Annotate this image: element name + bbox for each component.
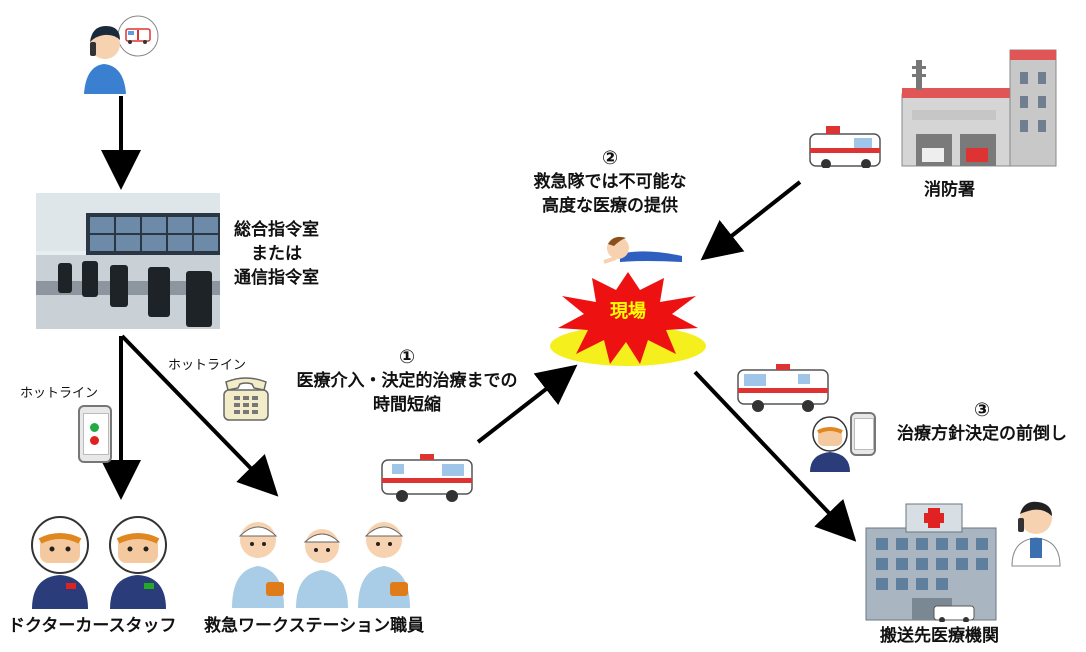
- hospital-label: 搬送先医療機関: [880, 626, 999, 646]
- desk-phone-icon: [223, 377, 269, 421]
- hotline-left-label: ホットライン: [20, 386, 99, 401]
- ambulance-icon: [381, 454, 473, 502]
- command-center-line-2: または: [251, 244, 302, 264]
- ews-staff-illustration: [232, 522, 410, 608]
- benefit-2-line-2: 高度な医療の提供: [542, 196, 678, 216]
- scene-explosion: [558, 272, 698, 364]
- patient-illustration: [603, 236, 682, 264]
- command-center-line-1: 総合指令室: [234, 220, 319, 240]
- doctor-car-staff-small-illustration: [810, 416, 850, 472]
- benefit-2-number: ②: [601, 147, 619, 169]
- ews-staff-label: 救急ワークステーション職員: [204, 616, 425, 636]
- command-center-line-3: 通信指令室: [234, 268, 319, 288]
- doctor-car-staff-label: ドクターカースタッフ: [8, 616, 177, 636]
- benefit-3: ③ 治療方針決定の前倒し: [882, 398, 1082, 446]
- scene-label: 現場: [610, 301, 646, 322]
- fire-station-label: 消防署: [924, 180, 975, 200]
- ambulance-right-icon: [737, 364, 829, 412]
- arrow-scene-to-hospital: [693, 370, 857, 542]
- benefit-2: ② 救急隊では不可能な 高度な医療の提供: [500, 146, 720, 218]
- hotline-right-label: ホットライン: [168, 358, 247, 373]
- benefit-1-line-1: 医療介入・決定的治療までの: [296, 371, 518, 391]
- doctor-car-staff-illustration: [31, 516, 167, 609]
- smartphone-icon: [78, 405, 112, 463]
- arrow-command-to-ews: [120, 334, 279, 497]
- benefit-1: ① 医療介入・決定的治療までの 時間短縮: [282, 345, 532, 417]
- command-center-label: 総合指令室 または 通信指令室: [234, 218, 319, 290]
- benefit-1-line-2: 時間短縮: [373, 395, 441, 415]
- scene-burst: [550, 272, 706, 366]
- benefit-1-number: ①: [398, 346, 416, 368]
- benefit-3-number: ③: [973, 399, 991, 421]
- arrow-firestation-to-scene: [700, 180, 802, 261]
- smartphone-small-icon: [850, 412, 876, 456]
- benefit-3-line: 治療方針決定の前倒し: [897, 424, 1067, 444]
- benefit-2-line-1: 救急隊では不可能な: [533, 172, 687, 192]
- command-center-photo: [36, 193, 220, 329]
- fire-station-illustration: [809, 49, 1057, 168]
- caller-illustration: [84, 15, 159, 94]
- arrow-ambulance-to-scene: [476, 364, 578, 444]
- hospital-illustration: [865, 501, 1061, 622]
